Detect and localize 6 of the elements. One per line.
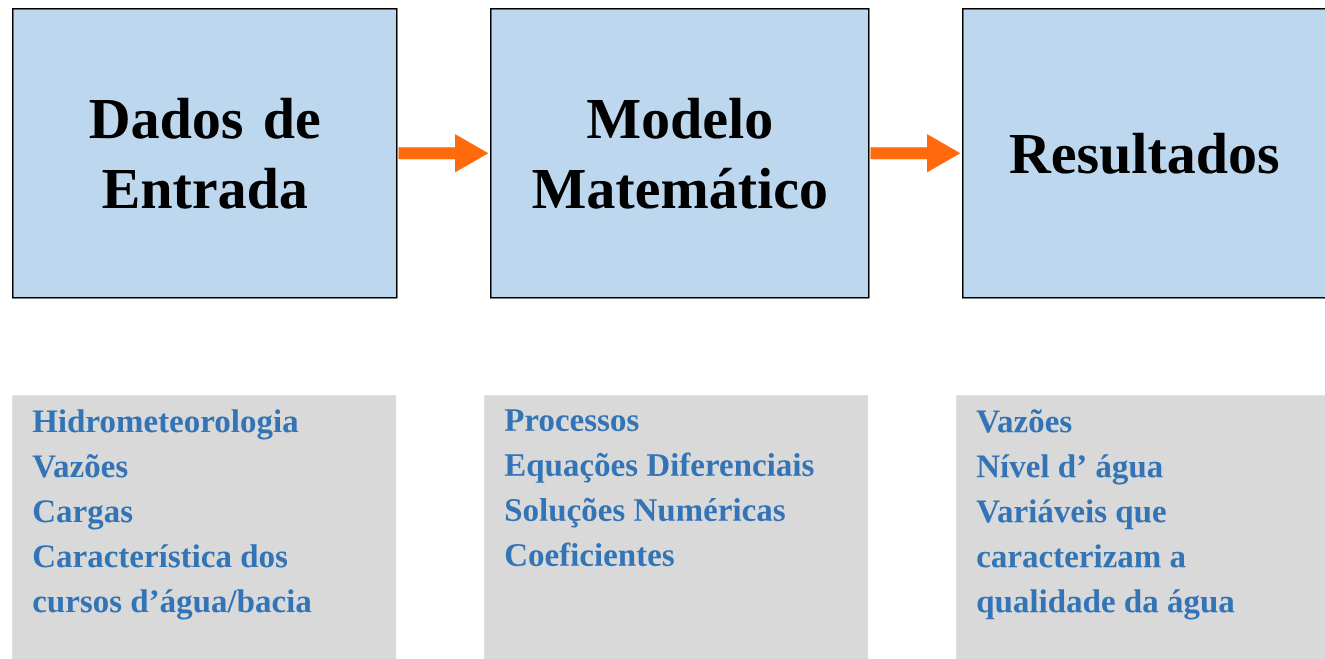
list-box: Processos Equações Diferenciais Soluções Numéricas Coeficientes xyxy=(484,395,869,659)
process-box: Resultados xyxy=(962,8,1325,299)
list-box: Hidrometeorologia Vazões Cargas Característica dos cursos d’água/bacia xyxy=(12,395,397,659)
process-box: Dados de Entrada xyxy=(12,8,398,299)
list-box: Vazões Nível d’ água Variáveis que caracterizam a qualidade da água xyxy=(956,395,1325,659)
process-box: Modelo Matemático xyxy=(490,8,870,299)
